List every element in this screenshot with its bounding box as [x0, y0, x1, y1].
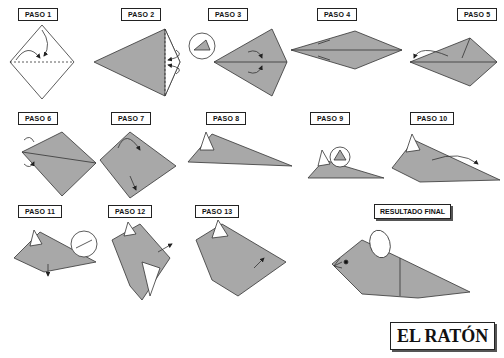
label-text: PASO 2 — [128, 11, 154, 18]
ear-flap — [30, 230, 42, 246]
label-text: PASO 5 — [464, 11, 490, 18]
fold-arrow — [130, 176, 136, 190]
mouse-eye — [344, 260, 348, 264]
paper-kite — [214, 29, 287, 96]
detail-fold — [76, 240, 92, 248]
label-text: PASO 9 — [317, 115, 343, 122]
fold-arrow — [48, 264, 49, 276]
mouse-ear — [367, 228, 394, 260]
result-label: RESULTADO FINAL — [374, 204, 451, 219]
label-text: PASO 1 — [25, 11, 51, 18]
fold-arrow — [24, 137, 34, 166]
fold-mark — [318, 40, 330, 60]
paper-diamond — [291, 31, 402, 69]
step-label: PASO 6 — [18, 112, 58, 125]
label-text: PASO 7 — [118, 115, 144, 122]
ear-flap — [318, 150, 330, 166]
fold-arrow — [158, 244, 172, 252]
paper-square — [10, 25, 74, 99]
fold-arrow — [432, 156, 478, 164]
fold-arrow — [168, 50, 180, 60]
step-label: PASO 1 — [18, 8, 58, 21]
step-label: PASO 7 — [111, 112, 151, 125]
step-label: PASO 13 — [195, 205, 239, 218]
step-label: PASO 12 — [108, 205, 152, 218]
paper-body — [14, 232, 96, 272]
crease — [410, 62, 497, 63]
ear-flap — [212, 220, 228, 238]
paper-diamond — [410, 38, 497, 86]
label-text: PASO 8 — [213, 115, 239, 122]
label-text: RESULTADO FINAL — [380, 208, 445, 215]
fold-line — [10, 62, 74, 63]
paper-body — [196, 224, 286, 296]
fold-arrow — [42, 30, 48, 56]
paper-flap — [165, 29, 180, 96]
detail-circle — [330, 147, 350, 167]
fold-arrow — [254, 258, 264, 268]
ear-flap — [200, 132, 214, 150]
label-text: PASO 4 — [324, 11, 350, 18]
fold-arrow — [118, 138, 140, 150]
step-label: PASO 8 — [206, 112, 246, 125]
step-label: PASO 4 — [317, 8, 357, 21]
crease — [214, 62, 287, 63]
label-text: PASO 11 — [25, 208, 55, 215]
fold-arrow — [16, 50, 40, 60]
crease — [400, 258, 401, 296]
detail-fold — [194, 40, 210, 50]
crease — [291, 50, 402, 51]
step-label: PASO 5 — [457, 8, 497, 21]
mouse-body — [332, 240, 470, 298]
label-text: PASO 3 — [215, 11, 241, 18]
step-label: PASO 2 — [121, 8, 161, 21]
mouse-whiskers — [334, 258, 342, 268]
step-label: PASO 9 — [310, 112, 350, 125]
fold-line — [165, 29, 166, 96]
step-label: PASO 10 — [410, 112, 454, 125]
label-text: PASO 12 — [115, 208, 145, 215]
step-label: PASO 11 — [18, 205, 62, 218]
step-label: PASO 3 — [208, 8, 248, 21]
detail-circle — [71, 231, 97, 257]
fold-arrow — [168, 65, 180, 74]
detail-fold — [334, 150, 346, 160]
paper-kite — [94, 29, 180, 96]
ear-flap — [406, 134, 420, 152]
paper-kite — [100, 132, 176, 198]
fold-arrow — [248, 51, 262, 58]
ear-flap — [124, 222, 136, 236]
paper-kite — [22, 132, 96, 196]
detail-circle — [189, 33, 215, 59]
label-text: PASO 13 — [202, 208, 232, 215]
label-text: EL RATÓN — [397, 326, 488, 346]
paper-body — [112, 224, 170, 300]
label-text: PASO 6 — [25, 115, 51, 122]
crease — [22, 152, 96, 163]
label-text: PASO 10 — [417, 115, 447, 122]
tail-flap — [142, 262, 160, 296]
title-box: EL RATÓN — [390, 322, 495, 350]
fold-mark — [462, 38, 470, 58]
fold-arrow — [414, 50, 448, 58]
fold-arrow — [248, 66, 262, 73]
